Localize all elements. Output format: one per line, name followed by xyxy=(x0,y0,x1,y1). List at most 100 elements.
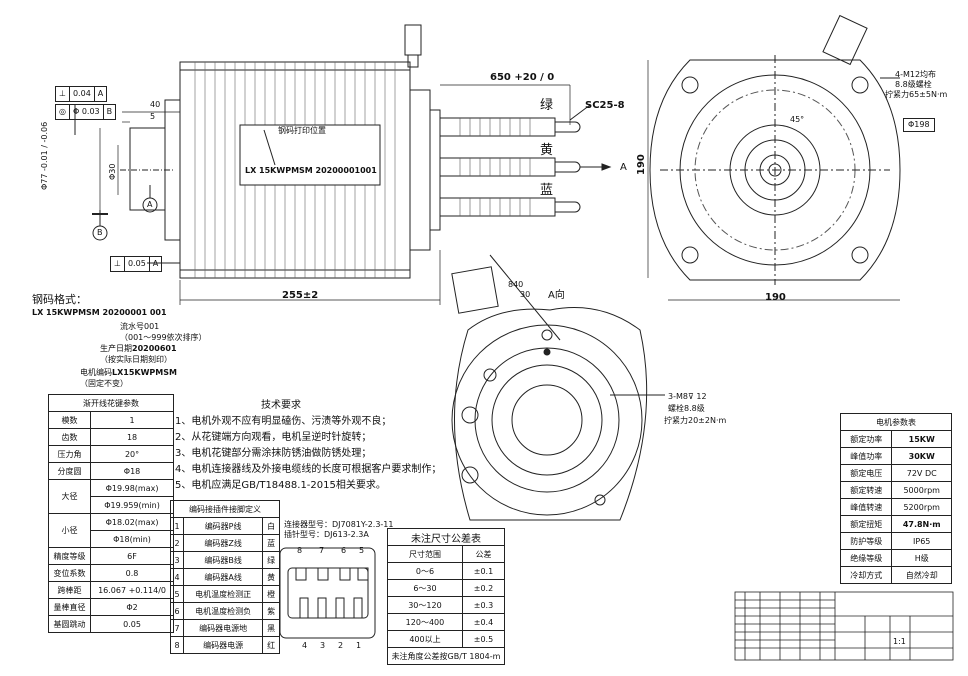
cell: Φ18(min) xyxy=(90,530,174,548)
cell: ±0.5 xyxy=(461,630,506,648)
cell: 自然冷却 xyxy=(891,566,952,584)
pin-number: 4 xyxy=(302,641,308,650)
steel-code-date-note: （按实际日期刻印） xyxy=(100,355,172,364)
cell: 绝缘等级 xyxy=(839,549,893,567)
end-view xyxy=(649,14,901,285)
perp2-symbol: ⊥ xyxy=(111,257,125,271)
tech-req-title: 技术要求 xyxy=(261,400,301,411)
dim-5: 5 xyxy=(150,112,156,121)
view-a-arrow-label: A xyxy=(620,162,627,173)
title-block xyxy=(734,591,954,661)
cell: 0.8 xyxy=(90,564,174,582)
cell: 齿数 xyxy=(47,428,92,446)
cell: 20° xyxy=(90,445,174,463)
pin-number: 7 xyxy=(319,546,325,555)
dim-190-width: 190 xyxy=(765,292,786,303)
datum-b-label: B xyxy=(97,228,103,237)
tolerance-row: 0～6±0.1 xyxy=(387,562,506,580)
holes-top-note: 4-M12均布 xyxy=(895,70,937,79)
cell: Φ18 xyxy=(90,462,174,480)
cell: 5000rpm xyxy=(891,481,952,499)
steel-code-motor-label: 电机编码LX15KWPMSM xyxy=(80,368,177,378)
holes-top-note-2: 8.8级螺栓 xyxy=(895,80,932,89)
cell: 编码器电源地 xyxy=(183,619,264,637)
tolerance-table-foot: 未注角度公差按GB/T 1804-m xyxy=(387,647,505,665)
cell: 3 xyxy=(169,551,185,569)
cell: 量棒直径 xyxy=(47,598,92,616)
pin-number: 5 xyxy=(359,546,365,555)
cell: ±0.3 xyxy=(461,596,506,614)
dim-dia77: Φ77 -0.01 / -0.06 xyxy=(40,121,49,190)
tolerance-header-range: 尺寸范围 xyxy=(387,545,463,563)
connector-table-title: 编码接插件接脚定义 xyxy=(170,500,280,518)
dim-angle45: 45° xyxy=(790,115,805,124)
cell: 橙 xyxy=(262,585,280,603)
holes-mid-note-2: 螺栓8.8级 xyxy=(668,404,705,413)
perp-datum: A xyxy=(97,89,104,98)
cell: 6F xyxy=(90,547,174,565)
connector-pinout xyxy=(279,547,376,639)
cell: 峰值转速 xyxy=(839,498,893,516)
wire-yellow-label: 黄 xyxy=(540,143,554,158)
cell: 紫 xyxy=(262,602,280,620)
cell: H级 xyxy=(891,549,952,567)
cell: 400以上 xyxy=(387,630,463,648)
tech-req-item: 3、电机花键部分需涂抹防锈油做防锈处理； xyxy=(175,448,372,459)
cell: 30～120 xyxy=(387,596,463,614)
wire-green-label: 绿 xyxy=(540,98,554,113)
cell: 防护等级 xyxy=(839,532,893,550)
tech-req-item: 4、电机连接器线及外接电缆线的长度可根据客户要求制作； xyxy=(175,464,442,475)
tech-requirements: 技术要求 1、电机外观不应有明显磕伤、污渍等外观不良； 2、从花键端方向观看，电… xyxy=(175,398,441,494)
cell: 0～6 xyxy=(387,562,463,580)
pin-number: 1 xyxy=(356,641,362,650)
tolerance-frame-perp: ⊥ 0.04 A xyxy=(55,86,108,102)
cell: 精度等级 xyxy=(47,547,92,565)
cell: 冷却方式 xyxy=(839,566,893,584)
tech-req-item: 1、电机外观不应有明显磕伤、污渍等外观不良； xyxy=(175,416,392,427)
cell: 绿 xyxy=(262,551,280,569)
tech-req-item: 5、电机应满足GB/T18488.1-2015相关要求。 xyxy=(175,480,386,491)
cell: 黄 xyxy=(262,568,280,586)
cables xyxy=(439,104,612,217)
cell: 72V DC xyxy=(891,464,952,482)
cell: 18 xyxy=(90,428,174,446)
cell: 峰值功率 xyxy=(839,447,893,465)
perp-value: 0.04 xyxy=(70,87,95,101)
dim-40: 40 xyxy=(150,100,161,109)
motor-side-view xyxy=(120,24,441,279)
holes-top-note-3: 拧紧力65±5N·m xyxy=(885,90,948,99)
dim-840: 840 xyxy=(508,280,524,289)
cell: 0.05 xyxy=(90,615,174,633)
cell: 黑 xyxy=(262,619,280,637)
cell: 8 xyxy=(169,636,185,654)
dimension-lines xyxy=(99,60,900,305)
cell: 跨棒距 xyxy=(47,581,92,599)
wire-blue-label: 蓝 xyxy=(540,183,554,198)
pin-number: 8 xyxy=(297,546,303,555)
tolerance-row: 6～30±0.2 xyxy=(387,579,506,597)
cell: ±0.4 xyxy=(461,613,506,631)
datum-a-label: A xyxy=(147,200,153,209)
print-position-note: 钢码打印位置 xyxy=(278,126,326,135)
dim-255: 255±2 xyxy=(282,290,319,301)
tolerance-frame-conc: ◎ Φ 0.03 B xyxy=(55,104,117,120)
conc-datum: B xyxy=(106,107,113,116)
cell: 编码器Z线 xyxy=(183,534,264,552)
cell: Φ2 xyxy=(90,598,174,616)
cell: 模数 xyxy=(47,411,92,429)
cell: 16.067 +0.114/0 xyxy=(90,581,174,599)
